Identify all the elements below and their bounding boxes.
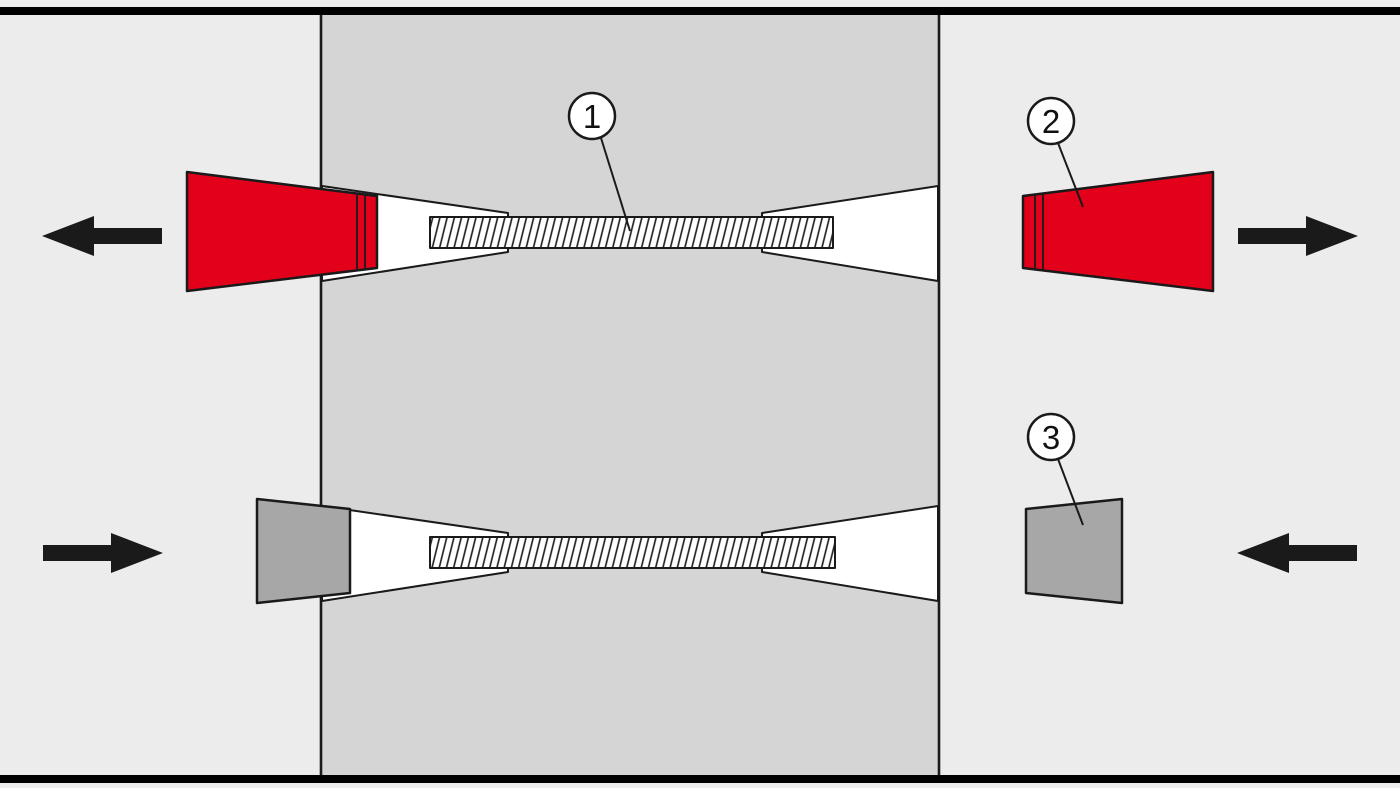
funnel-recess-bottom-right xyxy=(761,505,939,602)
callout-2-leader-line xyxy=(1057,142,1084,208)
callout-1-leader-line xyxy=(600,137,631,232)
wall-panel xyxy=(320,7,940,783)
arrow-push-right-icon xyxy=(43,533,163,573)
red-cap-top-left xyxy=(185,170,379,293)
frame-bar-bottom xyxy=(0,775,1400,783)
threaded-rod-bottom-threads xyxy=(430,537,835,568)
funnel-recess-top-right xyxy=(761,185,939,282)
callout-2-label: 2 xyxy=(1042,103,1060,140)
callout-1-label: 1 xyxy=(583,98,601,135)
threaded-rod-top-threads xyxy=(430,217,833,248)
callout-3-label: 3 xyxy=(1042,419,1060,456)
arrow-pull-right-icon xyxy=(1238,216,1358,256)
callout-3-leader-line xyxy=(1057,458,1084,526)
red-cap-top-right xyxy=(1021,170,1215,293)
threaded-rod-top-outline xyxy=(429,216,834,249)
callout-1-circle xyxy=(567,91,617,141)
callout-3-circle xyxy=(1026,412,1076,462)
frame-bar-top xyxy=(0,7,1400,15)
callout-2-circle xyxy=(1026,96,1076,146)
gray-cap-bottom-left xyxy=(255,497,352,605)
arrow-pull-left-icon xyxy=(42,216,162,256)
threaded-rod-bottom-outline xyxy=(429,536,836,569)
gray-cap-bottom-right xyxy=(1024,497,1124,605)
arrow-push-left-icon xyxy=(1237,533,1357,573)
